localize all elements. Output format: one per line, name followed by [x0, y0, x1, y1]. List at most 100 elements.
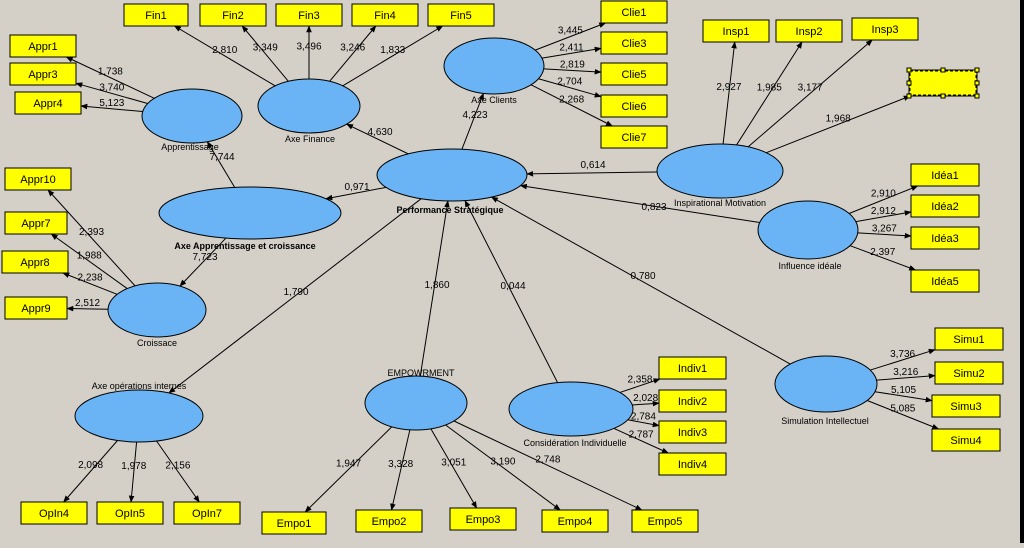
path-arrow[interactable] [390, 429, 411, 511]
latent-ellipse[interactable] [757, 200, 859, 260]
path-empo-to-perf[interactable]: 1,860 [419, 200, 450, 377]
latent-ellipse[interactable] [443, 37, 545, 95]
indicator-box[interactable] [910, 163, 980, 187]
indicator-appr4[interactable]: Appr4 [14, 91, 82, 115]
indicator-box[interactable] [931, 428, 1001, 452]
indicator-idea2[interactable]: Idéa2 [910, 194, 980, 218]
path-empo-to-empo1[interactable]: 1,947 [304, 426, 393, 513]
indicator-empo5[interactable]: Empo5 [631, 509, 699, 533]
indicator-fin4[interactable]: Fin4 [351, 3, 419, 27]
path-arrow[interactable] [419, 200, 450, 377]
path-arrow[interactable] [346, 123, 409, 155]
resize-handle[interactable] [940, 93, 946, 99]
indicator-box[interactable] [449, 507, 517, 531]
indicator-box[interactable] [934, 361, 1004, 385]
indicator-box[interactable] [9, 34, 77, 58]
indicator-opin4[interactable]: OpIn4 [20, 501, 88, 525]
indicator-box[interactable] [910, 269, 980, 293]
path-fin-to-fin2[interactable]: 3,349 [241, 25, 289, 82]
path-fin-to-fin1[interactable]: 2,810 [173, 25, 276, 87]
indicator-insp4[interactable]: Insp4 [906, 67, 980, 99]
indicator-box[interactable] [600, 0, 668, 24]
indicator-box[interactable] [600, 62, 668, 86]
indicator-box[interactable] [702, 19, 770, 43]
latent-ellipse[interactable] [376, 148, 528, 202]
path-arrow[interactable] [530, 84, 613, 127]
resize-handle[interactable] [940, 67, 946, 73]
path-axeapp-to-crois[interactable]: 7,723 [179, 237, 227, 287]
path-arrow[interactable] [747, 39, 873, 148]
path-cli-to-clie6[interactable]: 2,704 [538, 77, 602, 98]
path-infl-to-idea1[interactable]: 2,910 [848, 185, 919, 214]
indicator-box[interactable] [173, 501, 241, 525]
path-arrow[interactable] [445, 424, 561, 511]
indicator-box[interactable] [355, 509, 423, 533]
resize-handle[interactable] [974, 93, 980, 99]
indicator-box[interactable] [96, 501, 164, 525]
path-crois-to-appr8[interactable]: 2,238 [62, 272, 118, 295]
path-empo-to-empo4[interactable]: 3,190 [445, 424, 561, 511]
indicator-appr1[interactable]: Appr1 [9, 34, 77, 58]
latent-ellipse[interactable] [774, 355, 878, 413]
path-arrow[interactable] [241, 25, 289, 82]
indicator-appr9[interactable]: Appr9 [4, 296, 68, 320]
latent-variable-appr[interactable]: Apprentissage [141, 88, 243, 152]
path-crois-to-appr9[interactable]: 2,512 [66, 298, 109, 312]
indicator-empo2[interactable]: Empo2 [355, 509, 423, 533]
resize-handle[interactable] [906, 93, 912, 99]
indicator-simu4[interactable]: Simu4 [931, 428, 1001, 452]
path-arrow[interactable] [534, 22, 607, 51]
path-fin-to-fin3[interactable]: 3,496 [296, 25, 322, 79]
indicator-box[interactable] [275, 3, 343, 27]
indicator-clie1[interactable]: Clie1 [600, 0, 668, 24]
indicator-box[interactable] [123, 3, 189, 27]
indicator-box[interactable] [4, 211, 68, 235]
indicator-indiv3[interactable]: Indiv3 [658, 420, 727, 444]
path-arrow[interactable] [461, 92, 484, 150]
latent-variable-simu[interactable]: Simulation Intellectuel [774, 355, 878, 426]
path-arrow[interactable] [538, 78, 602, 98]
path-empo-to-empo2[interactable]: 3,328 [388, 429, 414, 511]
indicator-indiv4[interactable]: Indiv4 [658, 452, 727, 476]
path-arrow[interactable] [870, 348, 936, 371]
indicator-clie6[interactable]: Clie6 [600, 94, 668, 118]
indicator-box[interactable] [658, 389, 727, 413]
path-arrow[interactable] [342, 25, 444, 87]
latent-ellipse[interactable] [656, 143, 784, 199]
path-empo-to-empo5[interactable]: 2,748 [453, 420, 643, 511]
indicator-empo1[interactable]: Empo1 [261, 511, 327, 535]
resize-handle[interactable] [974, 67, 980, 73]
indicator-box[interactable] [658, 452, 727, 476]
path-arrow[interactable] [543, 68, 602, 75]
latent-variable-fin[interactable]: Axe Finance [257, 78, 361, 144]
path-indiv-to-indiv3[interactable]: 2,784 [627, 412, 660, 428]
path-crois-to-appr7[interactable]: 1,988 [50, 233, 128, 289]
path-ops-to-opin5[interactable]: 1,978 [121, 441, 147, 503]
path-arrow[interactable] [329, 25, 377, 82]
indicator-box[interactable] [910, 226, 980, 250]
path-arrow[interactable] [75, 82, 148, 104]
path-simu-to-perf[interactable]: 0,780 [490, 196, 791, 365]
path-arrow[interactable] [526, 170, 658, 177]
latent-ellipse[interactable] [257, 78, 361, 134]
path-perf-to-axeapp[interactable]: 0,971 [325, 182, 387, 201]
indicator-box[interactable] [541, 509, 609, 533]
path-arrow[interactable] [519, 183, 760, 224]
path-arrow[interactable] [179, 237, 227, 287]
path-appr-to-appr3[interactable]: 3,740 [75, 82, 148, 104]
latent-ellipse[interactable] [508, 381, 634, 437]
path-indiv-to-perf[interactable]: 0,044 [464, 199, 559, 383]
indicator-fin2[interactable]: Fin2 [199, 3, 267, 27]
latent-variable-cli[interactable]: Axe Clients [443, 37, 545, 105]
indicator-box[interactable] [1, 250, 69, 274]
path-arrow[interactable] [876, 373, 936, 381]
path-arrow[interactable] [619, 378, 661, 393]
indicator-box[interactable] [600, 94, 668, 118]
indicator-box[interactable] [658, 356, 727, 380]
indicator-clie7[interactable]: Clie7 [600, 125, 668, 149]
indicator-box[interactable] [910, 194, 980, 218]
indicator-box[interactable] [658, 420, 727, 444]
indicator-insp1[interactable]: Insp1 [702, 19, 770, 43]
path-arrow[interactable] [464, 199, 559, 383]
path-arrow[interactable] [62, 272, 118, 295]
